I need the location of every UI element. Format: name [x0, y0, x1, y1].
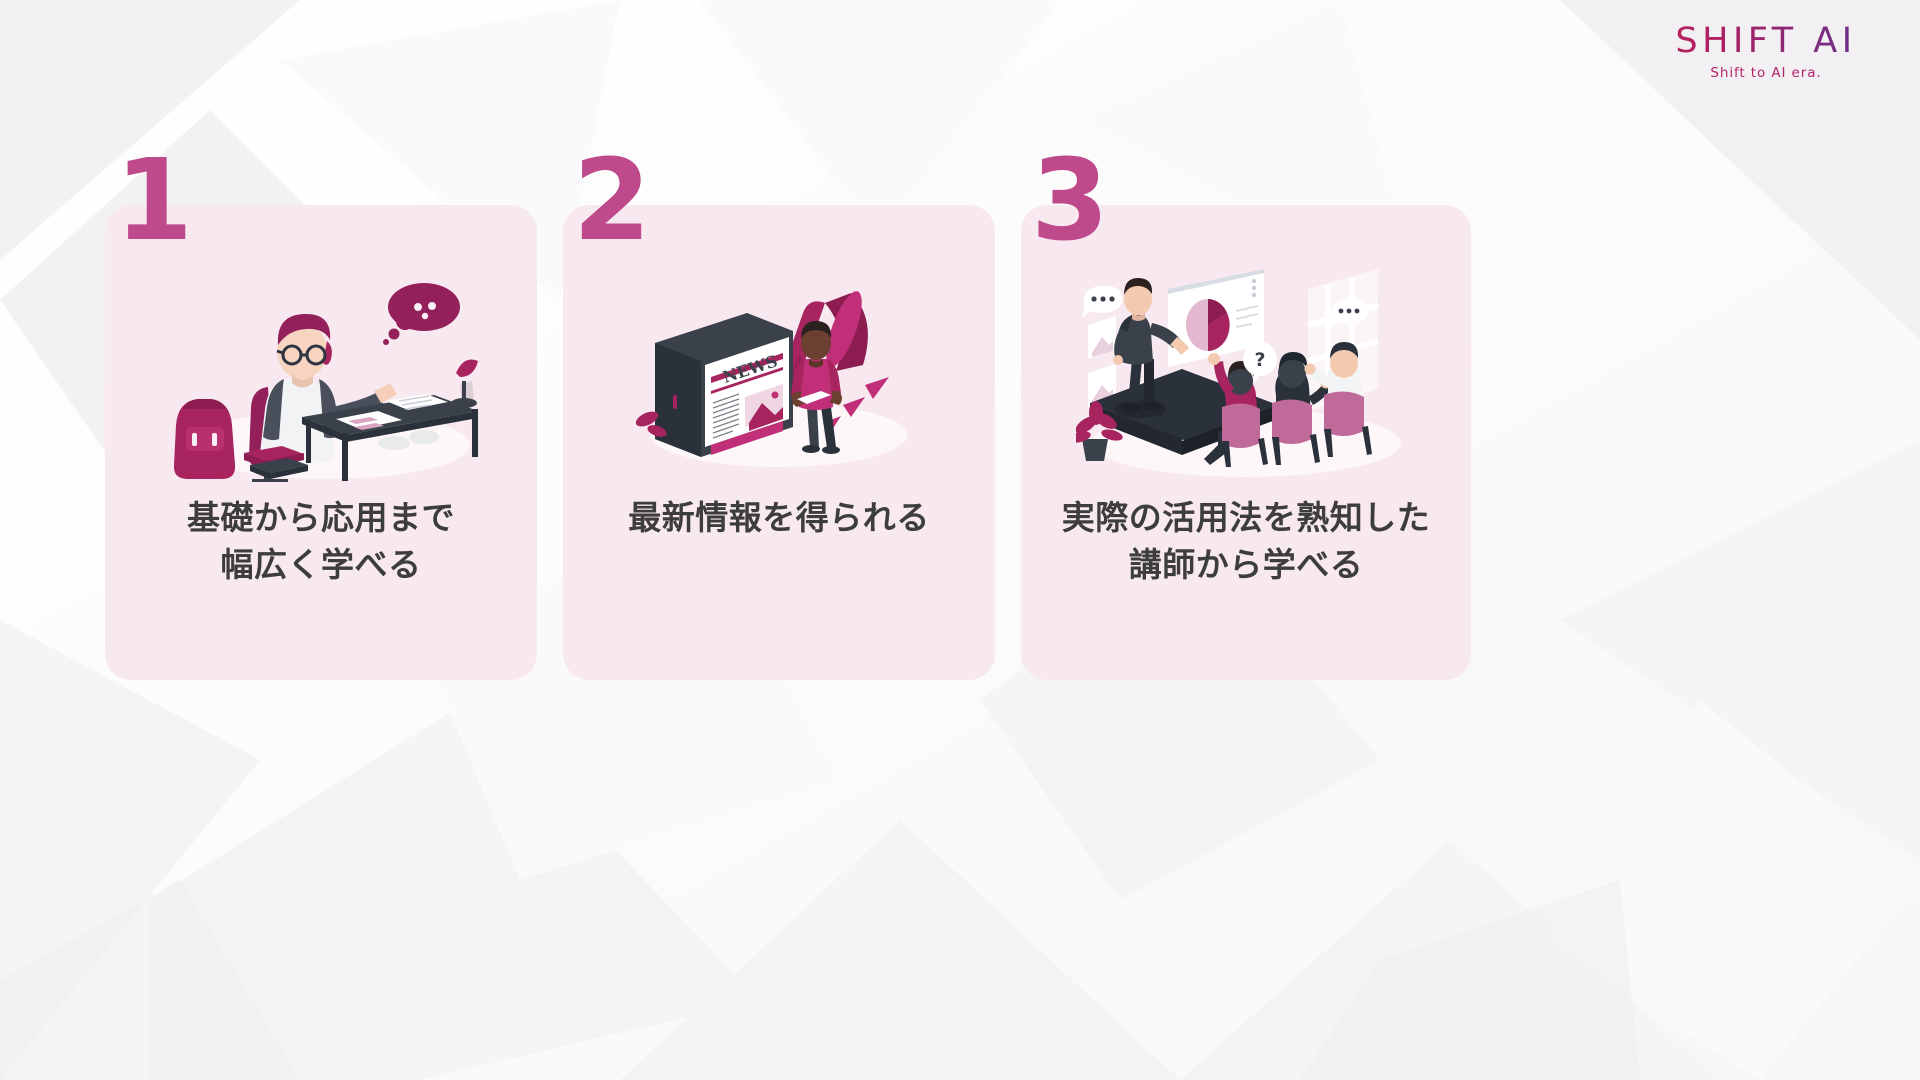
- logo-tagline: Shift to AI era.: [1710, 65, 1822, 81]
- card-caption-2: 最新情報を得られる: [563, 495, 995, 542]
- card-number-3: 3: [1031, 136, 1109, 266]
- logo-wordmark: SHIFT AI: [1640, 24, 1892, 59]
- card-caption-1: 基礎から応用まで 幅広く学べる: [105, 495, 537, 589]
- card-caption-1-line-2: 幅広く学べる: [220, 544, 422, 584]
- card-caption-1-line-1: 基礎から応用まで: [187, 498, 455, 537]
- illustration-card-2: NEWS: [635, 291, 907, 467]
- card-caption-3-line-2: 講師から学べる: [1128, 544, 1364, 584]
- benefit-card-2: 2: [563, 145, 995, 680]
- benefit-card-3: 3: [1021, 145, 1471, 680]
- student-studying-at-desk-icon: [105, 267, 537, 482]
- card-caption-2-line-1: 最新情報を得られる: [628, 498, 930, 537]
- question-mark-label: ?: [1254, 349, 1265, 371]
- card-caption-3: 実際の活用法を熟知した 講師から学べる: [1021, 495, 1471, 589]
- card-caption-3-line-1: 実際の活用法を熟知した: [1061, 498, 1431, 537]
- card-number-1: 1: [115, 136, 193, 266]
- card-number-2: 2: [573, 136, 651, 266]
- news-tablet-megaphone-icon: NEWS: [563, 267, 995, 482]
- brand-logo: SHIFT AI Shift to AI era.: [1640, 24, 1892, 82]
- illustration-card-3: ?: [1076, 269, 1401, 477]
- seminar-lecture-audience-icon: ?: [1021, 267, 1471, 482]
- benefit-card-1: 1: [105, 145, 537, 680]
- illustration-card-1: [173, 283, 478, 482]
